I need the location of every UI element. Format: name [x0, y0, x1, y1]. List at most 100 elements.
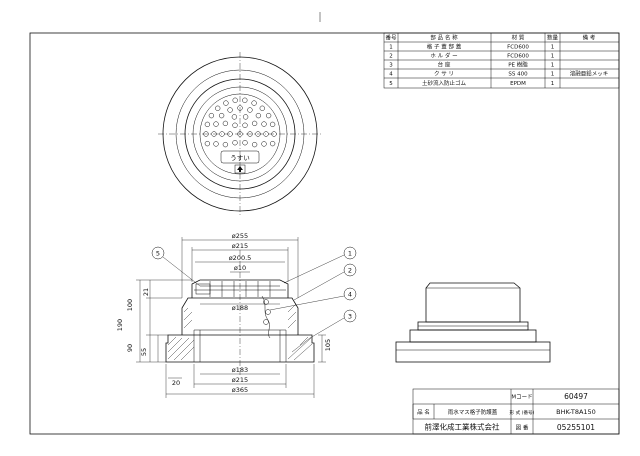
name-label: 品 名: [417, 408, 430, 416]
dim-d200-5: ø200.5: [229, 254, 252, 262]
dim-d215-top: ø215: [232, 242, 248, 250]
callout-number: 4: [348, 291, 352, 299]
grate-hole: [261, 121, 267, 127]
grate-hole: [247, 107, 253, 113]
grate-hole: [263, 131, 269, 137]
table-row: 1 格 子 蓋 部 蓋 FCD600 1: [389, 43, 554, 51]
dim-d365: ø365: [232, 386, 248, 394]
row-material: FCD600: [507, 45, 529, 51]
model-value: BHK-T8A150: [556, 408, 596, 416]
table-header-name: 部 品 名 称: [430, 34, 458, 42]
arrow-up-icon: [237, 166, 243, 172]
grate-hole: [204, 121, 211, 128]
side-step: [409, 329, 537, 343]
grate-inner-circle: [199, 93, 281, 175]
dim-w20: 20: [172, 379, 180, 387]
callout-number: 1: [348, 250, 352, 258]
grate-section-outline: [191, 279, 289, 298]
callout-4: 4: [269, 287, 357, 311]
dim-d183: ø183: [232, 366, 248, 374]
dim-h55: 55: [140, 348, 148, 356]
plan-view: うすい: [158, 52, 322, 216]
table-row: 2 ホ ル ダ ー FCD600 1: [389, 52, 554, 60]
grate-hole: [247, 131, 253, 137]
grate-hole: [255, 131, 261, 137]
grate-hole: [219, 131, 225, 137]
grate-hole: [237, 131, 243, 137]
row-no: 2: [389, 54, 393, 60]
grate-hole: [231, 114, 238, 120]
table-header-qty: 数量: [547, 34, 559, 42]
row-qty: 1: [551, 81, 555, 87]
drawing-frame: [29, 32, 620, 435]
mcode-label: Mコード: [511, 394, 532, 401]
section-view: ø255 ø215 ø200.5 ø10 ø188 ø183 ø215 ø365…: [116, 232, 357, 398]
dim-d215-bottom: ø215: [232, 376, 248, 384]
grate-hole: [251, 141, 258, 148]
row-no: 1: [389, 45, 393, 51]
outer-base-circle: [162, 56, 318, 212]
callout-5: 5: [151, 246, 201, 287]
model-label: 形 式 (番号): [510, 409, 535, 416]
callout-2: 2: [293, 263, 357, 301]
row-name: 土砂流入防止ゴム: [422, 79, 467, 87]
lid-label: うすい: [230, 154, 250, 162]
dim-d188: ø188: [232, 304, 248, 312]
name-value: 雨水マス格子防護蓋: [448, 408, 498, 416]
grate-hole: [211, 131, 217, 137]
grate-hole: [208, 112, 215, 119]
grate-hole: [213, 121, 219, 127]
row-no: 5: [389, 81, 393, 87]
row-name: ク サ リ: [434, 71, 454, 78]
grate-hole: [269, 140, 276, 147]
grate-hole: [255, 112, 262, 119]
company-name: 前澤化成工業株式会社: [425, 422, 500, 432]
grate-hole: [223, 100, 229, 106]
row-no: 4: [389, 72, 393, 78]
side-grate-outline: [425, 282, 521, 323]
drawing-no-value: 05255101: [557, 423, 595, 432]
chain: [261, 295, 271, 339]
row-qty: 1: [551, 63, 555, 69]
base-flange-outline: [165, 334, 315, 363]
grate-holes: [203, 97, 277, 148]
table-row: 5 土砂流入防止ゴム EPDM 1: [389, 79, 554, 87]
parts-table: 番号 部 品 名 称 材 質 数量 備 考 1 格 子 蓋 部 蓋 FCD600…: [383, 32, 620, 89]
grate-hole: [261, 141, 267, 147]
grate-rim-circle: [192, 86, 288, 182]
grate-hole: [251, 120, 258, 127]
dimension-lines: [136, 237, 326, 398]
grate-hole: [259, 105, 265, 111]
table-header-no: 番号: [385, 35, 397, 42]
table-row: 3 台 座 PE 樹脂 1: [389, 61, 554, 69]
grate-hole: [218, 112, 225, 119]
dim-h105: 105: [324, 339, 332, 351]
base-step-circle: [175, 69, 305, 199]
grate-hole: [242, 140, 248, 146]
grate-hole: [265, 112, 272, 119]
title-block: Mコード 60497 品 名 雨水マス格子防護蓋 形 式 (番号) BHK-T8…: [412, 388, 620, 435]
grate-hole: [242, 122, 248, 128]
callout-number: 3: [348, 313, 352, 321]
callout-3: 3: [309, 309, 357, 339]
table-header-material: 材 質: [512, 34, 525, 42]
dim-d255: ø255: [232, 232, 248, 240]
mcode-value: 60497: [564, 392, 588, 401]
grate-hole: [203, 131, 209, 137]
row-material: EPDM: [510, 81, 526, 87]
grate-hole: [242, 114, 249, 120]
grate-hole: [242, 97, 248, 103]
callout-number: 2: [348, 267, 352, 275]
grate-hole: [271, 131, 277, 137]
dim-h100: 100: [126, 299, 134, 311]
grate-hole: [222, 141, 229, 148]
table-header-note: 備 考: [583, 34, 596, 42]
drawing-no-label: 図 番: [516, 425, 529, 432]
row-name: ホ ル ダ ー: [430, 52, 457, 60]
grate-hole: [237, 105, 243, 111]
dim-h190: 190: [116, 319, 124, 331]
row-name: 台 座: [438, 61, 451, 69]
callout-number: 5: [156, 250, 160, 258]
